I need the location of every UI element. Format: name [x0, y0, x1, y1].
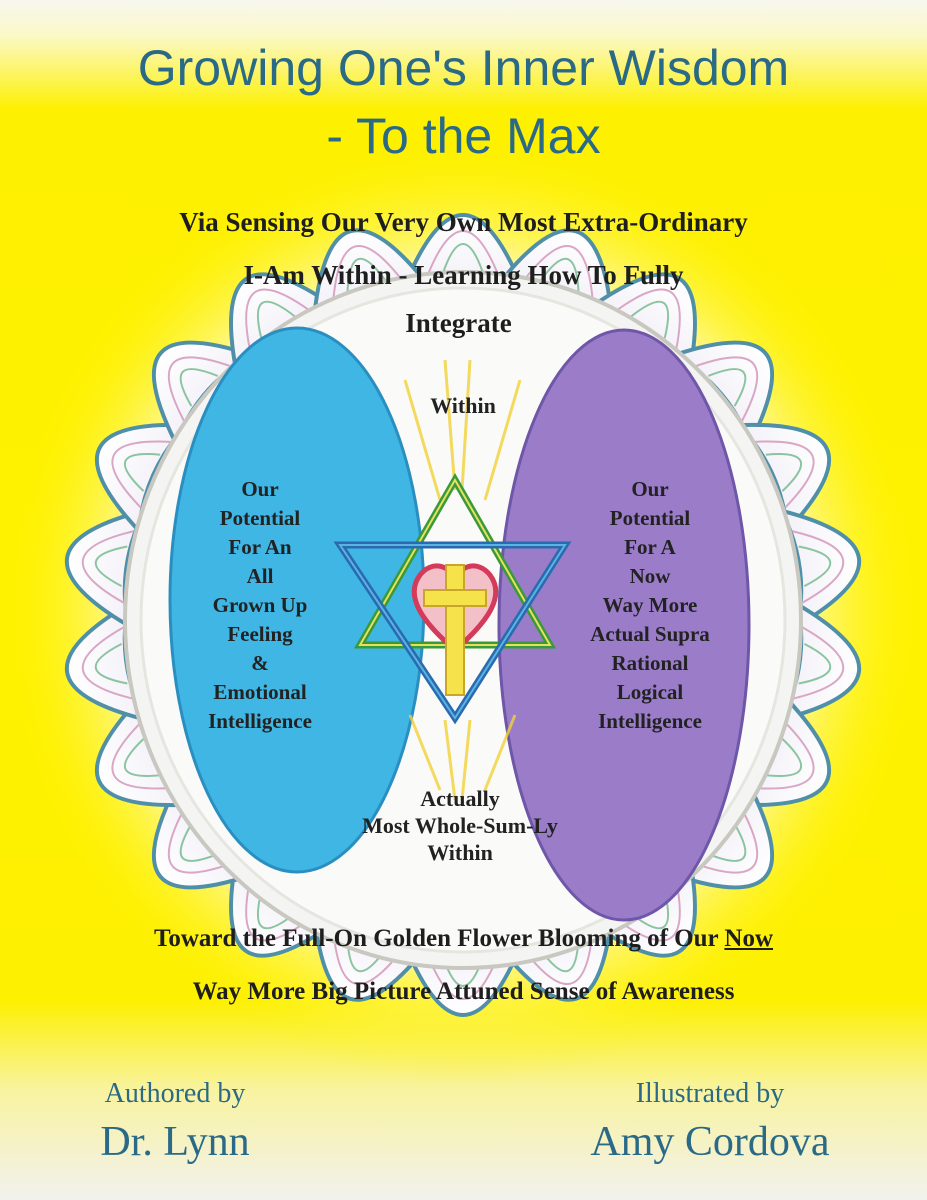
right-oval-line: Now: [629, 564, 671, 588]
lotus-petal: [95, 422, 192, 536]
right-oval-line: Potential: [609, 506, 691, 530]
right-oval-line: Intelligence: [598, 709, 702, 733]
right-oval-line: Rational: [611, 651, 689, 675]
tagline-line-1: Toward the Full-On Golden Flower Bloomin…: [0, 923, 927, 955]
right-oval-text: Our Potential For A Now Way More Actual …: [560, 475, 740, 736]
tagline-line-1-text: Toward the Full-On Golden Flower Bloomin…: [153, 925, 725, 952]
illustrator-label: Illustrated by: [635, 1078, 785, 1109]
cross-icon: [423, 564, 487, 696]
illustrator-name: Amy Cordova: [590, 1119, 830, 1165]
center-bottom-line: Most Whole-Sum-Ly: [362, 813, 558, 838]
subtitle-line-2: I-Am Within - Learning How To Fully: [243, 260, 684, 290]
left-oval-line: &: [251, 651, 269, 675]
right-oval-line: For A: [624, 535, 676, 559]
right-oval: [497, 328, 751, 922]
left-oval-line: Our: [241, 477, 279, 501]
author-name: Dr. Lynn: [100, 1119, 250, 1165]
left-oval-line: Feeling: [227, 622, 293, 646]
left-oval-text: Our Potential For An All Grown Up Feelin…: [170, 475, 350, 736]
book-title-line-1: Growing One's Inner Wisdom: [137, 40, 790, 96]
light-rays: [403, 359, 522, 801]
right-oval-line: Actual Supra: [590, 622, 710, 646]
author-label: Authored by: [104, 1078, 246, 1109]
subtitle-line-3: Integrate: [405, 308, 512, 338]
center-top-label: Within: [430, 393, 496, 418]
book-title-line-2: - To the Max: [326, 108, 601, 164]
right-oval-line: Our: [631, 477, 669, 501]
left-oval-line: For An: [228, 535, 292, 559]
tagline-line-2: Way More Big Picture Attuned Sense of Aw…: [192, 978, 735, 1005]
lotus-petal: [65, 507, 149, 630]
left-oval-line: Intelligence: [208, 709, 312, 733]
center-bottom-text: Actually Most Whole-Sum-Ly Within: [310, 785, 610, 866]
right-oval-line: Way More: [602, 593, 698, 617]
center-bottom-line: Within: [427, 840, 493, 865]
left-oval-line: All: [246, 564, 274, 588]
left-oval-line: Potential: [219, 506, 301, 530]
right-oval-line: Logical: [616, 680, 684, 704]
center-bottom-line: Actually: [420, 786, 500, 811]
left-oval-line: Grown Up: [212, 593, 308, 617]
tagline-now-word: Now: [724, 925, 774, 952]
left-oval-line: Emotional: [213, 680, 307, 704]
lotus-petal: [777, 507, 861, 630]
subtitle-line-1: Via Sensing Our Very Own Most Extra-Ordi…: [179, 207, 748, 237]
